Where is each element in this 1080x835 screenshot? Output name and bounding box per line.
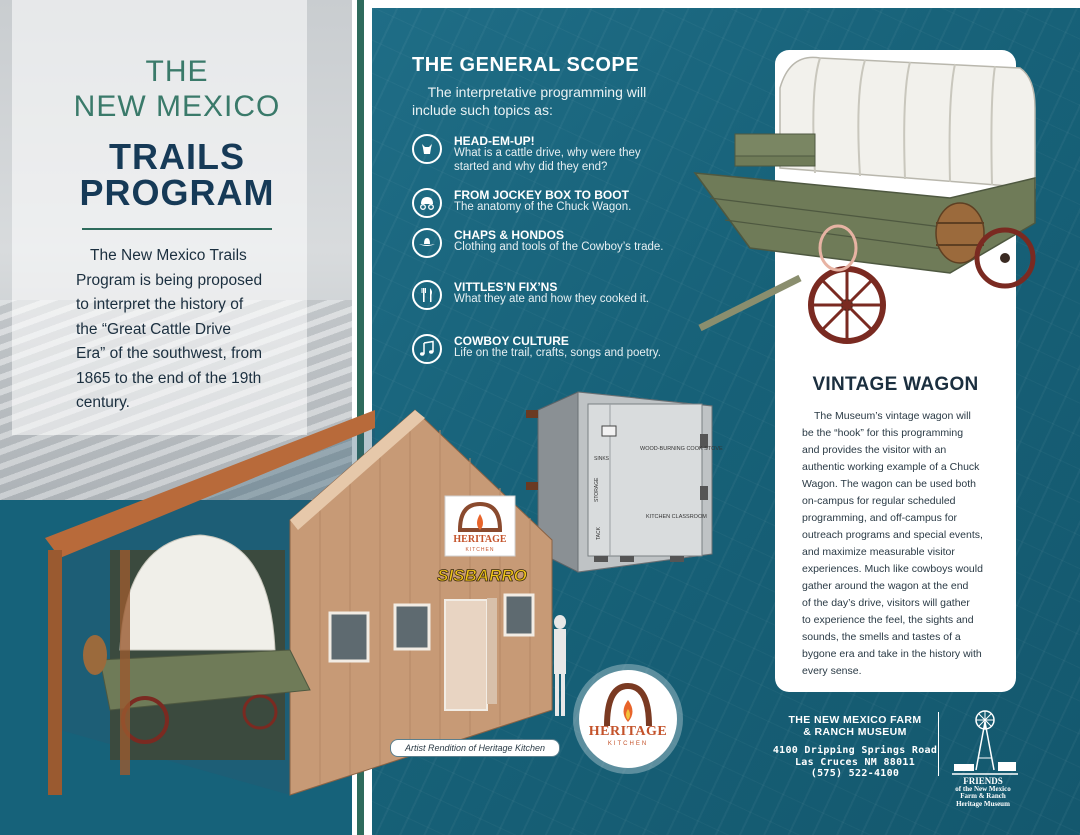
plan-sinks-label: SINKS	[594, 456, 610, 462]
title-program: PROGRAM	[79, 172, 275, 213]
address-street: 4100 Dripping Springs Road	[772, 745, 938, 756]
intro-line: The New Mexico Trails	[90, 247, 247, 264]
topic-title: HEAD-EM-UP!	[454, 134, 535, 148]
museum-name-line2: & RANCH MUSEUM	[803, 726, 907, 738]
topic-desc: Life on the trail, crafts, songs and poe…	[454, 347, 661, 359]
body-line: bygone era and take in the history with	[802, 648, 982, 660]
kitchen-floor-plan: WOOD-BURNING COOK STOVE SINKS STORAGE TA…	[526, 391, 723, 573]
title-trails: TRAILS	[109, 136, 245, 177]
intro-line: Era” of the southwest, from	[76, 345, 263, 362]
intro-line: Program is being proposed	[76, 271, 263, 289]
footer-divider	[938, 712, 939, 776]
topic-title: CHAPS & HONDOS	[454, 228, 565, 242]
topic-desc: The anatomy of the Chuck Wagon.	[454, 201, 632, 213]
topic-title: VITTLES’N FIX’NS	[454, 280, 558, 294]
body-line: outreach programs and special events,	[802, 529, 983, 541]
body-line: on-campus for regular scheduled	[802, 495, 956, 507]
vintage-wagon-title: VINTAGE WAGON	[812, 374, 979, 395]
scope-title: THE GENERAL SCOPE	[412, 54, 640, 76]
museum-name-line1: THE NEW MEXICO FARM	[788, 714, 922, 726]
body-line: and maximize measurable visitor	[802, 546, 955, 558]
topic-desc: What is a cattle drive, why were they st…	[454, 147, 641, 173]
intro-paragraph: The New Mexico Trails Program is being p…	[76, 244, 286, 416]
sign-sponsor-text: SISBARRO	[437, 566, 527, 585]
topic-desc: What they ate and how they cooked it.	[454, 293, 649, 305]
sign-kitchen-text: KITCHEN	[466, 547, 495, 553]
body-line: programming, and off-campus for	[802, 512, 958, 524]
intro-line: to interpret the history of	[76, 296, 244, 313]
friends-line3: Farm & Ranch	[960, 792, 1006, 800]
fork-knife-icon	[412, 280, 442, 310]
plan-kitchen-label: KITCHEN CLASSROOM	[646, 514, 707, 520]
sign-heritage-text: HERITAGE	[453, 534, 506, 545]
intro-line: century.	[76, 394, 130, 411]
body-line: and provides the visitor with an	[802, 444, 947, 456]
heritage-kitchen-badge: HERITAGE KITCHEN	[579, 670, 677, 768]
arch-flame-icon	[604, 682, 652, 726]
friends-line2: of the New Mexico	[955, 784, 1011, 793]
museum-address: 4100 Dripping Springs Road Las Cruces NM…	[770, 745, 940, 780]
title-rule	[82, 228, 272, 230]
topic-title: COWBOY CULTURE	[454, 334, 569, 348]
cowboy-hat-icon	[412, 228, 442, 258]
body-line: authentic working example of a Chuck	[802, 461, 980, 473]
address-phone: (575) 522-4100	[810, 768, 900, 779]
body-line: be the “hook” for this programming	[802, 427, 964, 439]
museum-name: THE NEW MEXICO FARM & RANCH MUSEUM	[770, 714, 940, 738]
badge-kitchen-text: KITCHEN	[607, 741, 649, 747]
badge-heritage-text: HERITAGE	[588, 724, 668, 739]
cow-head-icon	[412, 134, 442, 164]
body-line: sounds, the smells and tastes of a	[802, 631, 961, 643]
body-line: experiences. Much like cowboys would	[802, 563, 983, 575]
body-line: to experience the feel, the sights and	[802, 614, 974, 626]
right-panel	[372, 8, 1080, 835]
friends-line4: Heritage Museum	[956, 799, 1010, 808]
body-line: of the day’s drive, visitors will gather	[802, 597, 970, 609]
windmill-ranch-logo	[952, 710, 1018, 775]
topic-title: FROM JOCKEY BOX TO BOOT	[454, 188, 629, 202]
intro-line: the “Great Cattle Drive	[76, 320, 232, 338]
friends-logo-text: FRIENDS of the New Mexico Farm & Ranch H…	[944, 776, 1022, 808]
scope-intro: The interpretative programming will incl…	[412, 84, 647, 118]
body-line: Wagon. The wagon can be used both	[802, 478, 976, 490]
body-line: The Museum’s vintage wagon will	[814, 410, 971, 422]
topic-desc: Clothing and tools of the Cowboy’s trade…	[454, 241, 664, 253]
friends-line1: FRIENDS	[963, 776, 1003, 786]
vintage-wagon-illustration	[693, 56, 1036, 344]
music-note-icon	[412, 334, 442, 364]
heritage-kitchen-illustration: HERITAGE KITCHEN SISBARRO	[45, 409, 566, 796]
illustration-caption: Artist Rendition of Heritage Kitchen	[390, 739, 560, 757]
plan-storage-label: STORAGE	[594, 477, 600, 502]
wagon-icon	[412, 188, 442, 218]
body-line: every sense.	[802, 665, 862, 677]
title-the: THE	[145, 55, 209, 88]
title-backdrop	[12, 0, 307, 435]
plan-stove-label: WOOD-BURNING COOK STOVE	[640, 446, 723, 452]
address-city: Las Cruces NM 88011	[794, 756, 916, 768]
intro-line: 1865 to the end of the 19th	[76, 369, 262, 387]
vintage-wagon-body: The Museum’s vintage wagon will be the “…	[802, 408, 1004, 680]
body-line: gather around the wagon at the end	[802, 580, 969, 592]
plan-tack-label: TACK	[596, 526, 602, 540]
title-new-mexico: NEW MEXICO	[73, 90, 281, 123]
